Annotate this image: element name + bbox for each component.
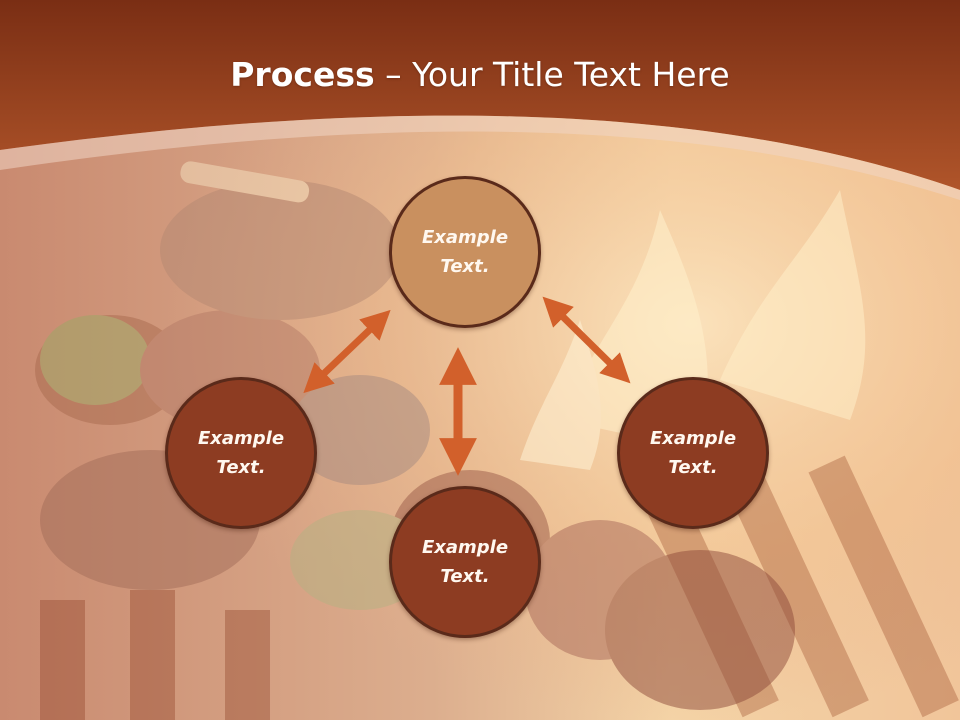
node-left-line2: Text. — [216, 457, 266, 478]
node-left-line1: Example — [197, 428, 285, 449]
node-top: Example Text. — [389, 176, 541, 328]
header-band — [0, 0, 960, 190]
title-bold: Process — [230, 55, 375, 94]
node-right: Example Text. — [617, 377, 769, 529]
node-top-line1: Example — [421, 227, 509, 248]
node-left: Example Text. — [165, 377, 317, 529]
node-bottom-line1: Example — [421, 537, 509, 558]
slide-title: Process – Your Title Text Here — [0, 50, 960, 100]
node-right-line2: Text. — [668, 457, 718, 478]
node-top-line2: Text. — [440, 256, 490, 277]
node-right-line1: Example — [649, 428, 737, 449]
node-bottom-line2: Text. — [440, 566, 490, 587]
node-bottom: Example Text. — [389, 486, 541, 638]
title-rest: – Your Title Text Here — [374, 55, 730, 94]
header-arc — [0, 115, 960, 200]
